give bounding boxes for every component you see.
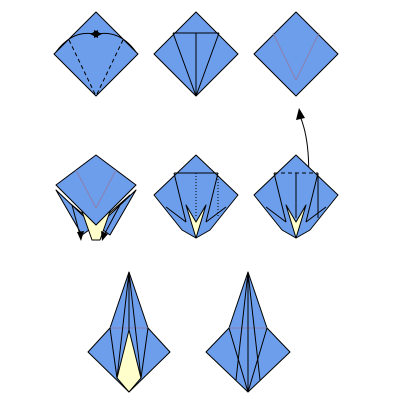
step-7-flap-right: [140, 327, 149, 379]
step-5-flap-right: [205, 172, 219, 223]
step-5-flap-left: [173, 172, 187, 223]
step-1-square: [53, 11, 139, 97]
step-1-arrowhead-right: [90, 30, 98, 38]
step-3: [253, 11, 339, 97]
step-8-flap-left: [228, 327, 249, 393]
step-8-line-right: [247, 271, 261, 381]
step-5-lower-right: [205, 206, 227, 223]
step-4-top-diamond: [55, 154, 137, 226]
step-1-arrow-left: [55, 32, 95, 53]
step-2: [153, 11, 239, 97]
step-5: [153, 154, 239, 239]
step-8-flap-right: [247, 327, 268, 393]
step-6-flap-left: [273, 172, 287, 223]
step-5-yellow: [185, 204, 207, 239]
step-1-arrow-right: [97, 32, 137, 53]
step-3-square: [253, 11, 339, 97]
step-2-flap-left: [172, 32, 197, 97]
step-3-crease-right: [295, 32, 320, 81]
step-6-lower-left: [265, 206, 287, 223]
step-4-arrow-right: [103, 204, 121, 236]
step-8: [205, 271, 291, 393]
step-4-arrowhead-right: [101, 231, 108, 241]
step-6-yellow: [285, 204, 307, 239]
step-6-lower-right: [305, 206, 327, 223]
step-3-crease-left: [272, 32, 297, 81]
step-4-crease-left: [75, 169, 97, 209]
step-4-arrowhead-left: [77, 231, 84, 241]
step-4: [55, 154, 137, 241]
step-5-lower-left: [165, 206, 187, 223]
step-7-flap-left: [109, 327, 118, 379]
step-1: [53, 11, 139, 97]
step-7-line-right: [128, 271, 142, 379]
step-1-valley-left: [68, 39, 97, 97]
step-6: [253, 154, 339, 239]
step-8-line-left: [235, 271, 249, 381]
step-4-crease-right: [95, 169, 117, 209]
step-2-flap-right: [195, 32, 220, 97]
turn-over-arrowhead: [296, 108, 305, 120]
step-7-line-left: [116, 271, 130, 379]
step-1-valley-right: [95, 39, 124, 97]
step-7: [87, 271, 171, 393]
step-6-flap-right: [305, 172, 319, 223]
step-4-arrow-left: [71, 204, 81, 236]
